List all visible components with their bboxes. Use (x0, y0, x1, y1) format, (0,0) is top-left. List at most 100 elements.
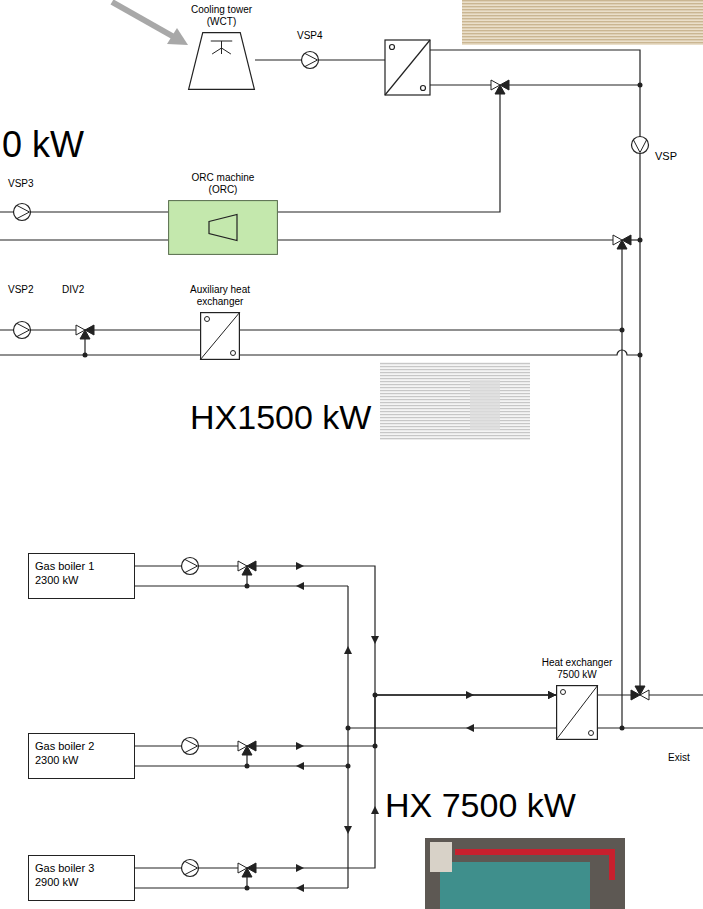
flow-arrow (371, 636, 379, 644)
orc-machine: ORC machine (ORC) (168, 200, 278, 255)
pump-symbol (182, 738, 199, 755)
junction-dot (346, 764, 351, 769)
photo (425, 838, 625, 909)
pipe (430, 84, 492, 85)
heat-exchanger-port (205, 317, 210, 322)
flow-arrow (466, 691, 474, 699)
node-label: Gas boiler 3 2900 kW (29, 856, 134, 894)
flow-arrow (371, 806, 379, 814)
node-text: ORC machine (ORC) (187, 172, 259, 196)
node-text: Heat exchanger 7500 kW (537, 657, 617, 681)
junction-dot (620, 328, 625, 333)
pipe (240, 350, 640, 355)
three-way-valve (238, 561, 256, 575)
junction-dot (83, 353, 88, 358)
junction-dot (346, 726, 351, 731)
pipe (348, 727, 556, 728)
pipe (598, 727, 703, 728)
flow-arrow (466, 724, 474, 732)
heat-exchanger-port (231, 351, 236, 356)
node-text: Gas boiler 1 2300 kW (35, 559, 109, 587)
cooling-tower-fan (211, 41, 232, 54)
three-way-valve (491, 80, 509, 94)
component-tag: VSP (655, 150, 677, 163)
component-tag: VSP4 (297, 30, 323, 42)
pipe (135, 575, 348, 586)
flow-arrow (296, 582, 304, 590)
junction-dot (373, 744, 378, 749)
flow-arrow (344, 826, 352, 834)
node-text: Gas boiler 2 2300 kW (35, 739, 109, 767)
pump-symbol (14, 204, 31, 221)
node-text: Gas boiler 3 2900 kW (35, 861, 109, 889)
pipe (621, 249, 622, 728)
pointer-arrow-head (167, 28, 188, 45)
pipe (347, 586, 348, 888)
node-label: Gas boiler 1 2300 kW (29, 554, 134, 592)
flow-arrow (296, 742, 304, 750)
pipe (0, 354, 200, 355)
three-way-valve (238, 741, 256, 755)
pipe (135, 755, 348, 766)
capacity-callout: HX 7500 kW (385, 786, 576, 825)
heat-exchanger-body (201, 313, 240, 360)
junction-dot (373, 693, 378, 698)
node-label: Cooling tower (WCT) (182, 4, 262, 28)
node-text: Cooling tower (WCT) (182, 4, 262, 28)
photo-texture (462, 0, 703, 45)
orc-outline (168, 200, 278, 255)
node-label: Auxiliary heat exchanger (181, 284, 259, 308)
three-way-valve (613, 235, 631, 249)
pipe (278, 93, 500, 212)
junction-dot (638, 238, 643, 243)
node-text: Auxiliary heat exchanger (181, 284, 259, 308)
heat-exchanger-diagonal (385, 40, 430, 95)
photo-detail (440, 862, 590, 909)
three-way-valve (631, 686, 649, 700)
junction-dot (620, 726, 625, 731)
heat-exchanger-diagonal (556, 685, 598, 740)
capacity-callout: 0 kW (2, 124, 84, 165)
pump-symbol (182, 558, 199, 575)
pipe (255, 59, 385, 60)
pump-symbol (632, 137, 649, 154)
boiler-box: Gas boiler 1 2300 kW (28, 553, 135, 599)
photo-detail (430, 842, 452, 872)
heat-exchanger-symbol (385, 40, 430, 95)
hx-outline (556, 685, 598, 740)
component-tag: DIV2 (62, 284, 84, 296)
boiler-box: Gas boiler 2 2300 kW (28, 733, 135, 779)
pipe (508, 84, 640, 85)
heat-exchanger-port (561, 690, 566, 695)
heat-exchanger-port (390, 45, 395, 50)
pipe (649, 694, 703, 695)
heat-exchanger-body (557, 686, 598, 740)
junction-dot (638, 83, 643, 88)
flow-arrow (344, 646, 352, 654)
capacity-callout: HX1500 kW (190, 398, 371, 437)
junction-dot (638, 353, 643, 358)
heat-exchanger-port (421, 86, 426, 91)
pipe (240, 329, 622, 330)
photo-detail (470, 380, 500, 430)
pipe (0, 239, 168, 240)
junction-dot (245, 886, 250, 891)
heat-exchanger-diagonal (200, 312, 240, 360)
flow-arrow (296, 562, 304, 570)
photo (380, 362, 530, 440)
node-label: ORC machine (ORC) (187, 172, 259, 196)
hx-outline (200, 312, 240, 360)
three-way-valve (76, 325, 94, 339)
heat-exchanger-port (589, 731, 594, 736)
turbine-symbol (209, 215, 237, 241)
cooling-tower: Cooling tower (WCT) (188, 32, 255, 90)
node-label: Heat exchanger 7500 kW (537, 657, 617, 681)
pipe (278, 239, 613, 240)
pump-symbol (302, 52, 319, 69)
component-tag: Exist (668, 752, 690, 764)
photo-detail (455, 852, 612, 880)
pump-symbol (14, 322, 31, 339)
junction-dot (245, 764, 250, 769)
junction-dot (245, 584, 250, 589)
